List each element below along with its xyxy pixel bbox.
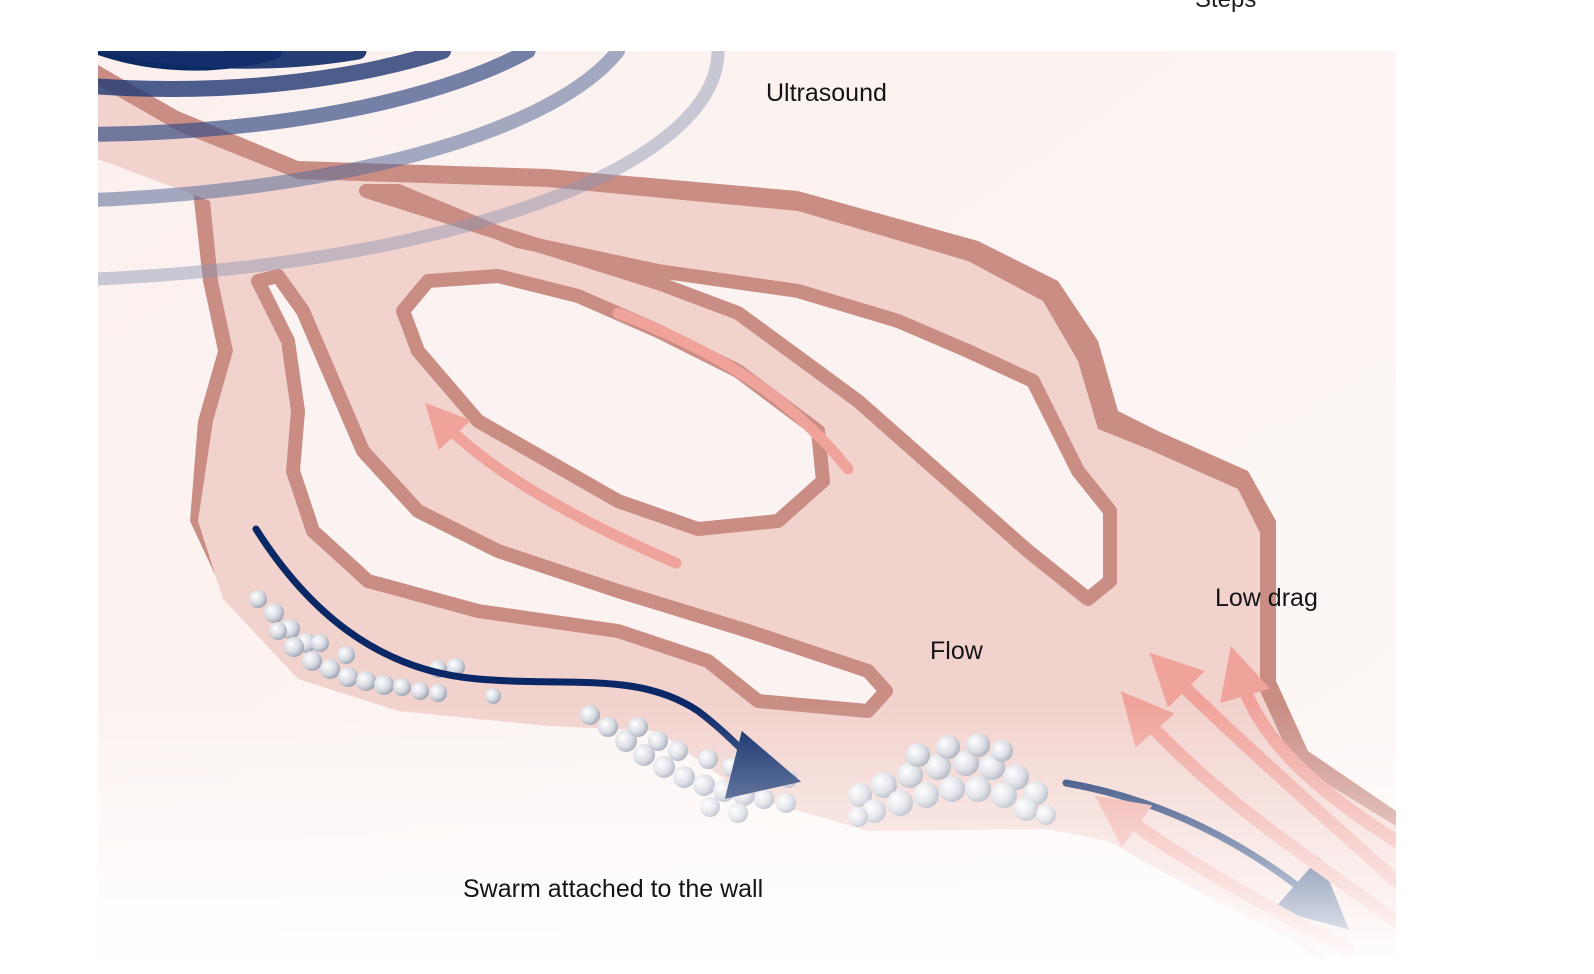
bottom-fade	[98, 51, 1396, 958]
ultrasound-label: Ultrasound	[766, 79, 887, 107]
flow-label: Flow	[930, 637, 983, 665]
low-drag-label: Low drag	[1215, 584, 1318, 612]
steps-label: Steps	[1195, 0, 1256, 14]
diagram-canvas	[98, 51, 1396, 958]
swarm-label: Swarm attached to the wall	[463, 875, 764, 903]
diagram-figure: Ultrasound Flow Low drag Swarm attached …	[98, 51, 1396, 958]
